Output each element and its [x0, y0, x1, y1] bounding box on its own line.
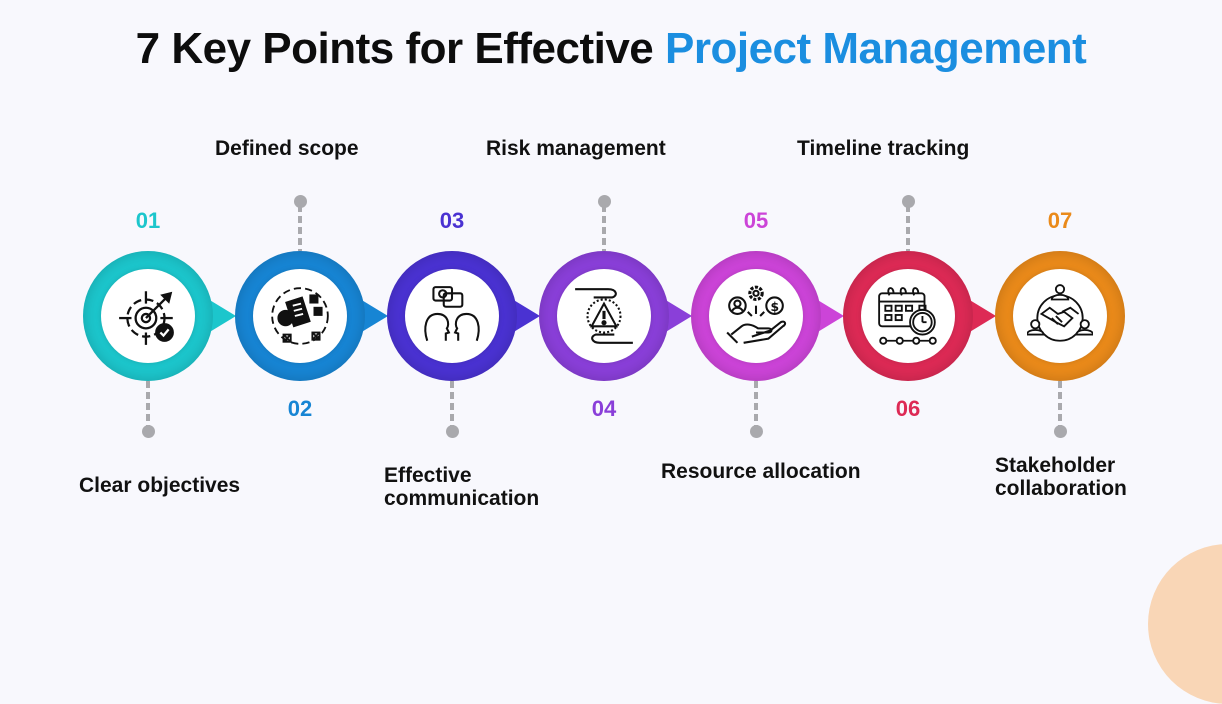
label-clear-objectives: Clear objectives — [79, 474, 241, 497]
resource-hand-icon: $ — [709, 269, 803, 363]
handshake-icon — [1013, 269, 1107, 363]
connector-line — [754, 381, 758, 427]
page-title: 7 Key Points for Effective Project Manag… — [0, 24, 1222, 74]
svg-text:$: $ — [770, 300, 779, 314]
connector-dot — [749, 425, 763, 438]
risk-warning-icon — [557, 269, 651, 363]
target-icon — [101, 269, 195, 363]
step-number: 06 — [895, 396, 921, 421]
step-number: 05 — [743, 208, 769, 233]
connector-line — [146, 381, 150, 427]
connector-dot — [597, 195, 611, 208]
connector-dot — [901, 195, 915, 208]
connector-dot — [141, 425, 155, 438]
connector-line — [298, 205, 302, 251]
step-number: 04 — [591, 396, 617, 421]
connector-line — [450, 381, 454, 427]
label-timeline-tracking: Timeline tracking — [797, 137, 970, 160]
step-number: 01 — [135, 208, 161, 233]
label-effective-communication: Effective communication — [384, 464, 540, 510]
connector-dot — [293, 195, 307, 208]
label-stakeholder-collaboration: Stakeholder collaboration — [995, 454, 1127, 500]
label-risk-management: Risk management — [486, 137, 666, 160]
step-number: 07 — [1047, 208, 1073, 233]
label-resource-allocation: Resource allocation — [661, 460, 861, 483]
step-number: 03 — [439, 208, 465, 233]
communication-icon — [405, 269, 499, 363]
title-prefix: 7 Key Points for Effective — [135, 24, 654, 73]
title-accent: Project Management — [665, 24, 1087, 73]
connector-dot — [1053, 425, 1067, 438]
scope-document-icon — [253, 269, 347, 363]
decorative-circle — [1148, 544, 1222, 704]
connector-line — [906, 205, 910, 251]
step-number: 02 — [287, 396, 313, 421]
connector-line — [602, 205, 606, 251]
label-defined-scope: Defined scope — [215, 137, 359, 160]
connector-dot — [445, 425, 459, 438]
connector-line — [1058, 381, 1062, 427]
calendar-stopwatch-icon — [861, 269, 955, 363]
